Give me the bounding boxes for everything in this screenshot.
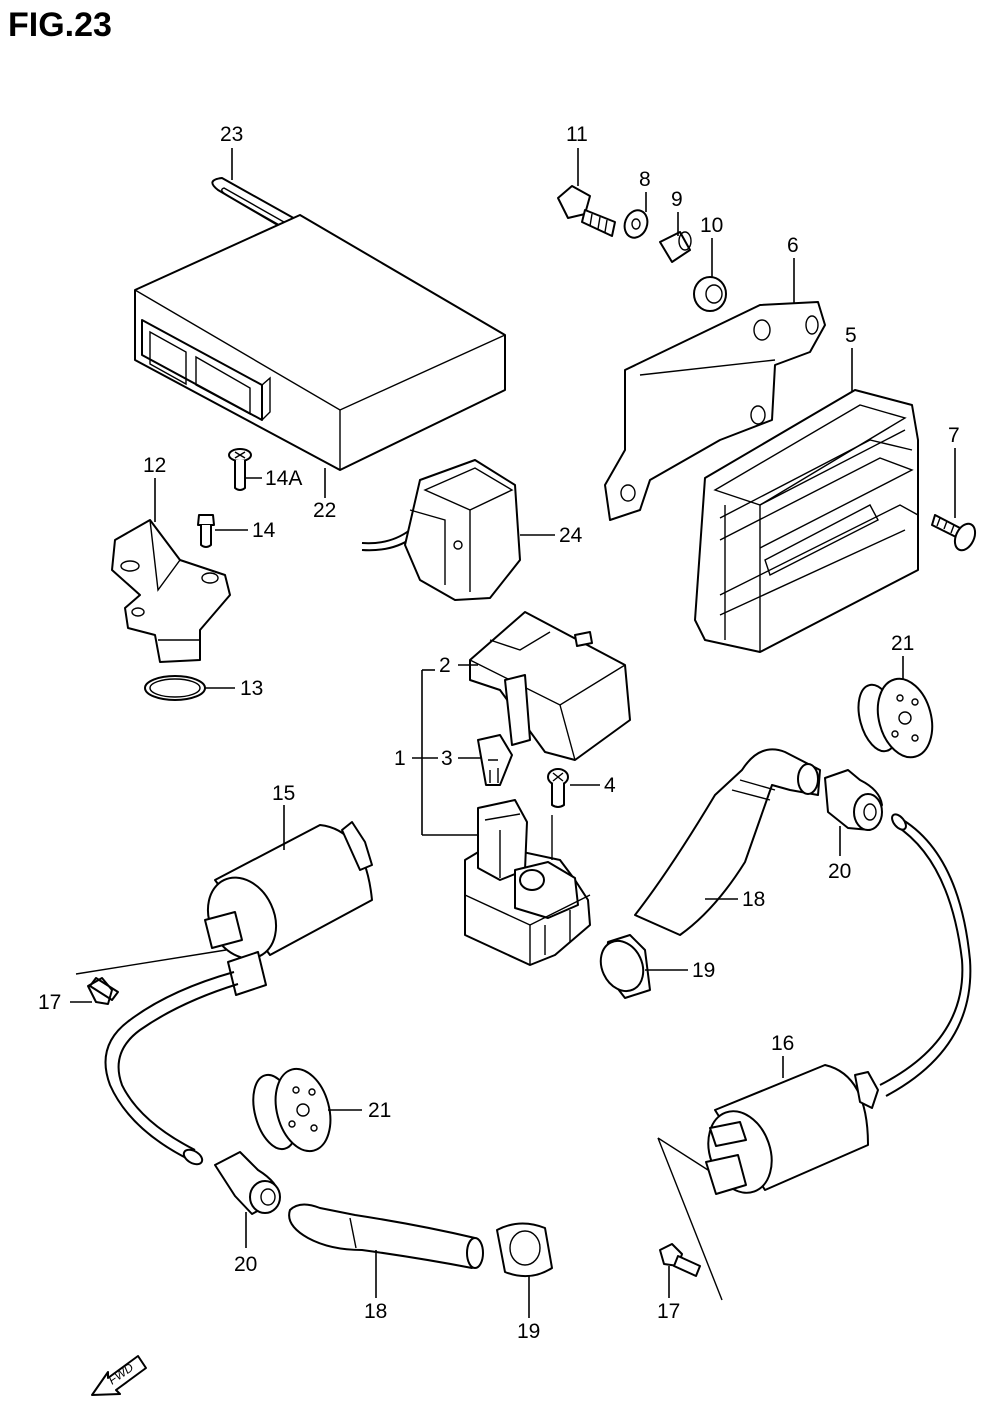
callout-5: 5 <box>845 324 857 347</box>
part-24-relay <box>361 459 521 601</box>
hose-right <box>879 813 972 1097</box>
part-13-o-ring <box>144 675 206 701</box>
part-18-hose-right <box>634 748 821 936</box>
callout-7: 7 <box>948 424 960 447</box>
part-21-grommet-left <box>252 1067 332 1153</box>
part-17-bolt-left <box>75 949 227 1005</box>
callout-6: 6 <box>787 234 799 257</box>
part-16-ignition-coil <box>657 1064 879 1301</box>
callout-17-left: 17 <box>38 991 61 1014</box>
callout-17-right: 17 <box>657 1300 680 1323</box>
part-9-collar <box>659 231 692 263</box>
figure-title: FIG.23 <box>8 6 112 44</box>
callout-12: 12 <box>143 454 166 477</box>
callout-18-right: 18 <box>742 888 765 911</box>
callout-22: 22 <box>313 499 336 522</box>
part-21-grommet-right <box>857 677 934 759</box>
part-6-bracket <box>604 301 826 521</box>
part-5-regulator <box>694 389 919 653</box>
callout-11: 11 <box>566 123 588 146</box>
callout-14a: 14A <box>265 467 302 490</box>
hose-left <box>104 971 239 1166</box>
part-17-bolt-right <box>659 1243 701 1277</box>
part-18-hose-left <box>288 1203 484 1269</box>
callout-16: 16 <box>771 1032 794 1055</box>
fwd-arrow: FWD <box>91 1355 147 1396</box>
part-7-screw <box>931 514 977 552</box>
callout-15: 15 <box>272 782 295 805</box>
part-15-ignition-coil <box>204 821 373 996</box>
part-1-fuse-box <box>464 799 591 966</box>
callout-19-right: 19 <box>692 959 715 982</box>
callout-2: 2 <box>439 654 451 677</box>
callout-8: 8 <box>639 168 651 191</box>
callout-4: 4 <box>604 774 616 797</box>
part-4-screw <box>547 768 569 808</box>
callout-10: 10 <box>700 214 723 237</box>
leader-lines <box>70 148 956 1318</box>
callout-14: 14 <box>252 519 276 542</box>
callout-21-left: 21 <box>368 1099 391 1122</box>
callout-23: 23 <box>220 123 243 146</box>
callout-3: 3 <box>441 747 453 770</box>
callout-24: 24 <box>559 524 583 547</box>
part-14a-screw <box>228 448 252 491</box>
callout-21-right: 21 <box>891 632 914 655</box>
part-14-bolt <box>197 514 215 548</box>
callout-19-left: 19 <box>517 1320 540 1343</box>
callout-20-left: 20 <box>234 1253 257 1276</box>
callout-labels: 23 11 8 9 10 6 5 7 12 14A 14 22 24 13 2 … <box>38 123 960 1343</box>
part-22-ecm-unit <box>134 214 506 471</box>
part-19-cap-left <box>496 1222 553 1278</box>
callout-18-left: 18 <box>364 1300 387 1323</box>
part-19-cap-right <box>599 934 651 999</box>
callout-1: 1 <box>394 747 406 770</box>
part-2-cover <box>469 611 631 761</box>
part-8-washer <box>623 209 649 239</box>
callout-13: 13 <box>240 677 263 700</box>
part-10-grommet <box>693 276 727 312</box>
part-20-cap-right <box>824 769 883 831</box>
callout-20-right: 20 <box>828 860 851 883</box>
part-11-bolt <box>557 185 616 237</box>
part-20-cap-left <box>214 1151 281 1215</box>
callout-9: 9 <box>671 188 683 211</box>
part-3-fuse <box>477 734 513 786</box>
part-12-sensor <box>111 519 231 663</box>
